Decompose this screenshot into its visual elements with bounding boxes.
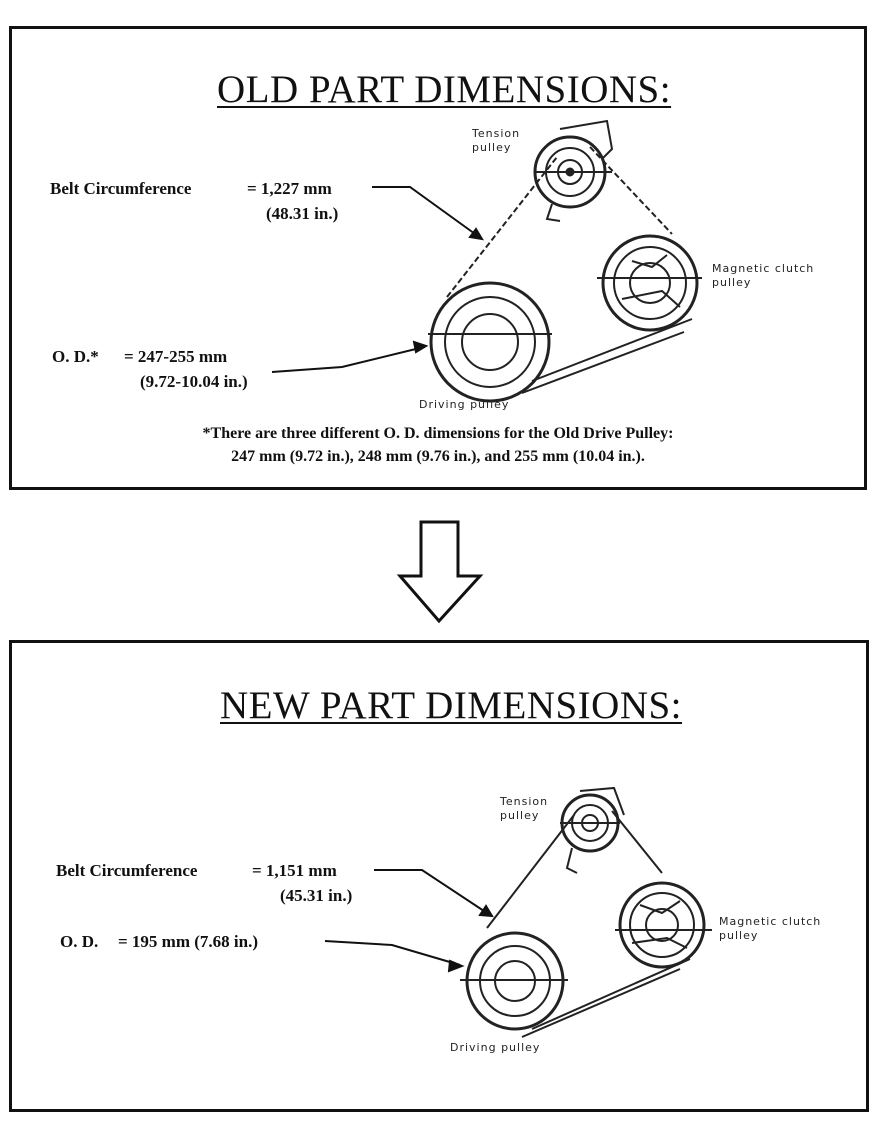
old-tension-label-line2: pulley [472,141,512,154]
old-clutch-pulley-label: Magnetic clutch pulley [712,262,814,290]
new-part-panel: NEW PART DIMENSIONS: [9,640,869,1112]
old-clutch-label-line1: Magnetic clutch [712,262,815,275]
new-clutch-pulley [615,881,712,969]
old-tension-pulley-label: Tension pulley [472,127,520,155]
new-tension-pulley-label: Tension pulley [500,795,548,823]
old-od-footnote-line2: 247 mm (9.72 in.), 248 mm (9.76 in.), an… [231,448,645,465]
old-driving-pulley-label: Driving pulley [419,398,510,411]
old-panel-title: OLD PART DIMENSIONS: [217,68,672,111]
old-clutch-label-line2: pulley [712,276,752,289]
new-belt-circumference-label: Belt Circumference [56,861,198,880]
new-od-label: O. D. [60,932,99,951]
old-od-label: O. D.* [52,347,99,366]
new-clutch-label-line1: Magnetic clutch [719,915,822,928]
new-od-value: = 195 mm (7.68 in.) [118,932,259,951]
old-tension-pulley [533,119,614,222]
new-tension-label-line2: pulley [500,809,540,822]
old-od-footnote-line1: *There are three different O. D. dimensi… [202,425,674,442]
new-leader-arrows [324,869,494,973]
new-tension-pulley [560,786,625,874]
old-part-panel: OLD PART DIMENSIONS: [9,26,867,490]
old-tension-label-line1: Tension [472,127,521,140]
transition-down-arrow-icon [396,520,484,624]
old-belt [446,146,693,394]
new-belt-diagram [324,786,712,1038]
old-od-value: = 247-255 mm [124,347,228,366]
new-belt-circumference-value: = 1,151 mm [252,861,337,880]
new-tension-label-line1: Tension [500,795,549,808]
old-leader-arrows [271,186,484,373]
new-belt-circumference-inches: (45.31 in.) [280,886,353,905]
old-clutch-pulley [597,234,702,332]
old-belt-circumference-inches: (48.31 in.) [266,204,339,223]
new-driving-pulley-label: Driving pulley [450,1041,541,1054]
new-clutch-pulley-label: Magnetic clutch pulley [719,915,821,943]
old-belt-diagram [271,119,702,403]
old-driving-pulley [428,281,552,403]
new-panel-title: NEW PART DIMENSIONS: [220,684,683,727]
new-belt [486,810,691,1038]
new-driving-pulley [460,931,568,1031]
old-belt-circumference-value: = 1,227 mm [247,179,332,198]
old-od-inches: (9.72-10.04 in.) [140,372,248,391]
new-clutch-label-line2: pulley [719,929,759,942]
old-belt-circumference-label: Belt Circumference [50,179,192,198]
